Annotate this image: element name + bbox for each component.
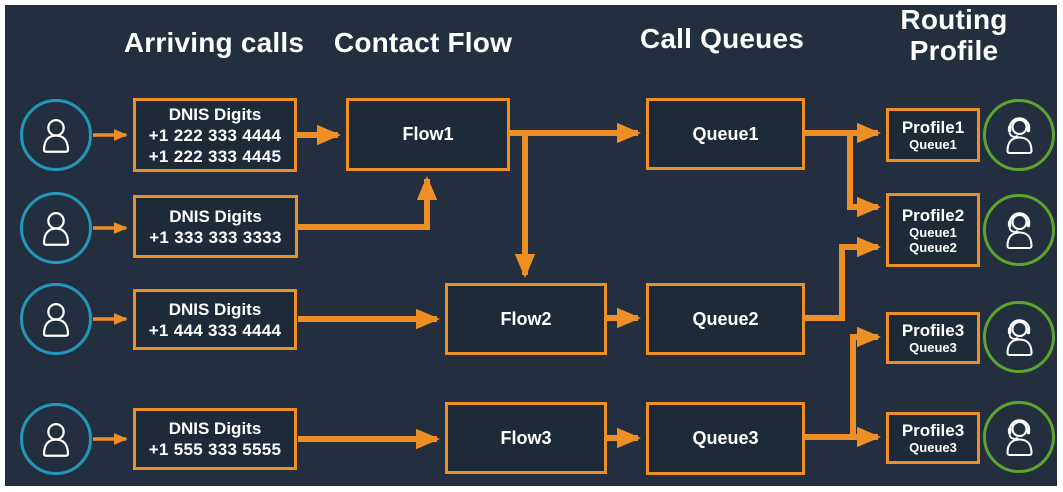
dnis-number: +1 444 333 4444 [148,320,282,340]
flow-box-2: Flow2 [445,283,607,355]
profile-name: Profile2 [901,205,965,225]
dnis-box-3: DNIS Digits +1 444 333 4444 [133,289,297,350]
agent-2 [983,194,1055,266]
agent-headset-icon [1006,117,1033,155]
dnis-number: +1 555 333 5555 [148,440,282,459]
profile-queue: Queue3 [909,440,957,455]
agent-headset-icon [1006,212,1033,250]
dnis-box-1: DNIS Digits +1 222 333 4444 +1 222 333 4… [133,98,297,172]
dnis-number: +1 222 333 4445 [148,146,282,166]
queue-box-1: Queue1 [646,98,805,170]
dnis-title: DNIS Digits [168,104,262,124]
arrow-queue2-to-profile2 [805,236,881,321]
profile-box-1: Profile1 Queue1 [886,108,980,162]
dnis-title: DNIS Digits [168,299,262,319]
arrow-queue3-to-profile3a [850,326,881,437]
person-icon [42,119,70,153]
person-icon [42,423,70,457]
queue-label: Queue3 [692,428,759,448]
dnis-number: +1 333 333 3333 [149,227,282,247]
caller-3 [20,283,92,355]
queue-box-3: Queue3 [646,402,805,475]
caller-2 [20,192,92,264]
header-call-queues: Call Queues [639,23,805,54]
profile-queue: Queue1 [909,137,957,152]
dnis-title: DNIS Digits [168,419,262,438]
flow-box-1: Flow1 [346,98,510,171]
profile-name: Profile3 [901,421,965,440]
queue-label: Queue1 [692,123,759,144]
person-icon [42,303,70,337]
dnis-box-4: DNIS Digits +1 555 333 5555 [133,408,297,470]
caller-4 [20,403,92,475]
profile-name: Profile3 [901,321,965,340]
profile-box-4: Profile3 Queue3 [886,412,980,464]
queue-label: Queue2 [692,308,759,329]
dnis-box-2: DNIS Digits +1 333 333 3333 [133,195,298,258]
agent-headset-icon [1006,419,1033,457]
agent-headset-icon [1006,319,1033,357]
dnis-title: DNIS Digits [169,206,262,226]
queue-box-2: Queue2 [646,283,805,355]
header-arriving-calls: Arriving calls [123,27,305,58]
flow-box-3: Flow3 [445,402,607,474]
dnis-number: +1 222 333 4444 [148,125,282,145]
profile-queue: Queue2 [909,239,957,255]
profile-box-2: Profile2 Queue1 Queue2 [886,193,980,267]
flow-label: Flow2 [500,308,552,329]
profile-queue: Queue3 [909,340,957,355]
arrow-dnis2-to-flow1 [298,176,438,230]
agent-3 [983,301,1055,373]
agent-1 [983,99,1055,171]
arrow-queue1-to-profile2 [847,133,881,218]
person-icon [42,212,70,246]
profile-name: Profile1 [901,118,965,137]
flow-label: Flow3 [500,427,552,448]
caller-1 [20,99,92,171]
agent-4 [983,401,1055,473]
header-routing-profile: Routing Profile [900,4,1008,66]
profile-box-3: Profile3 Queue3 [886,312,980,364]
flow-label: Flow1 [402,124,454,144]
profile-queue: Queue1 [909,224,957,240]
header-contact-flow: Contact Flow [333,27,513,58]
